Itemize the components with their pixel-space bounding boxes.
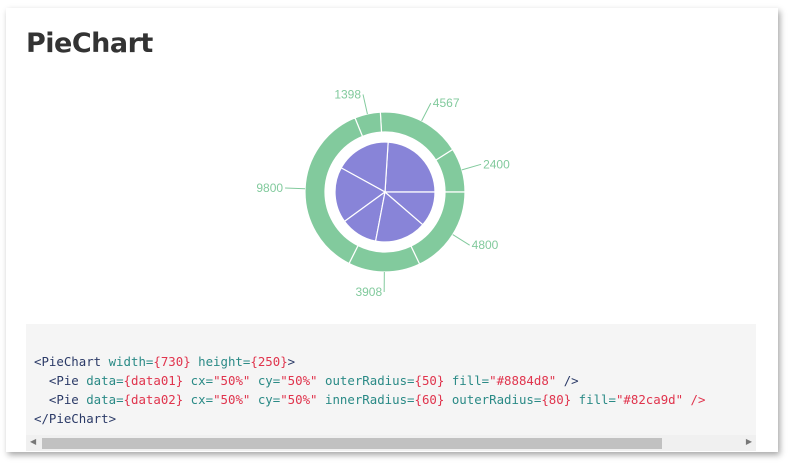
code-token: {250} (250, 354, 288, 369)
pie-label: 4567 (433, 96, 460, 110)
pie-sector (348, 244, 421, 273)
label-line (285, 187, 306, 190)
code-token: height= (190, 354, 251, 369)
code-token: /> (556, 373, 579, 388)
label-line (421, 102, 432, 122)
scroll-left-arrow-icon[interactable]: ◀ (30, 437, 37, 446)
horizontal-scrollbar[interactable]: ◀ ▶ (26, 435, 756, 451)
code-token: "50%" (213, 373, 251, 388)
scrollbar-thumb[interactable] (42, 438, 662, 449)
pie-sector (374, 190, 424, 243)
pie-sector (334, 167, 387, 223)
pie-label: 4800 (472, 238, 499, 252)
code-token: cx= (183, 373, 214, 388)
doc-page: PieChart 2400 4567 1398 9800 3908 4800 <PieCh… (6, 8, 778, 452)
code-token: {data02} (123, 392, 184, 407)
code-token: </PieChart> (34, 411, 117, 426)
code-token: "50%" (213, 392, 251, 407)
code-token: width= (101, 354, 154, 369)
code-token: {50} (414, 373, 445, 388)
pie-label: 2400 (483, 157, 510, 171)
code-token: innerRadius= (317, 392, 415, 407)
code-text: <PieChart width={730} height={250}> <Pie… (34, 352, 705, 428)
scroll-right-arrow-icon[interactable]: ▶ (745, 437, 752, 446)
code-token: outerRadius= (317, 373, 415, 388)
pie-sector (383, 191, 436, 226)
pie-sector (410, 191, 466, 265)
pie-chart: 2400 4567 1398 9800 3908 4800 (256, 87, 510, 299)
pie-sector (384, 141, 436, 193)
code-token: <Pie (34, 392, 79, 407)
label-line (362, 94, 368, 115)
code-token: fill= (571, 392, 616, 407)
pie-label: 9800 (256, 181, 283, 195)
code-token: cy= (250, 373, 281, 388)
code-token: "#82ca9d" /> (615, 392, 706, 407)
code-block: <PieChart width={730} height={250}> <Pie… (26, 324, 756, 451)
code-token: > (287, 354, 296, 369)
pie-sector (340, 141, 389, 193)
code-token: fill= (444, 373, 490, 388)
page-title: PieChart (26, 28, 153, 59)
code-token: data= (78, 373, 124, 388)
label-line (452, 234, 470, 246)
code-token: <PieChart (34, 354, 102, 369)
code-token: "50%" (280, 373, 318, 388)
label-line (461, 163, 482, 171)
code-token: cy= (250, 392, 281, 407)
code-token: {data01} (123, 373, 184, 388)
code-token: outerRadius= (444, 392, 542, 407)
code-token: "#8884d8" (489, 373, 557, 388)
code-token: {80} (541, 392, 572, 407)
code-token: cx= (183, 392, 214, 407)
code-token: "50%" (280, 392, 318, 407)
code-token: <Pie (34, 373, 79, 388)
code-token: {730} (153, 354, 191, 369)
code-token: data= (78, 392, 124, 407)
code-token: {60} (414, 392, 445, 407)
pie-label: 1398 (334, 87, 361, 101)
pie-label: 3908 (355, 285, 382, 299)
